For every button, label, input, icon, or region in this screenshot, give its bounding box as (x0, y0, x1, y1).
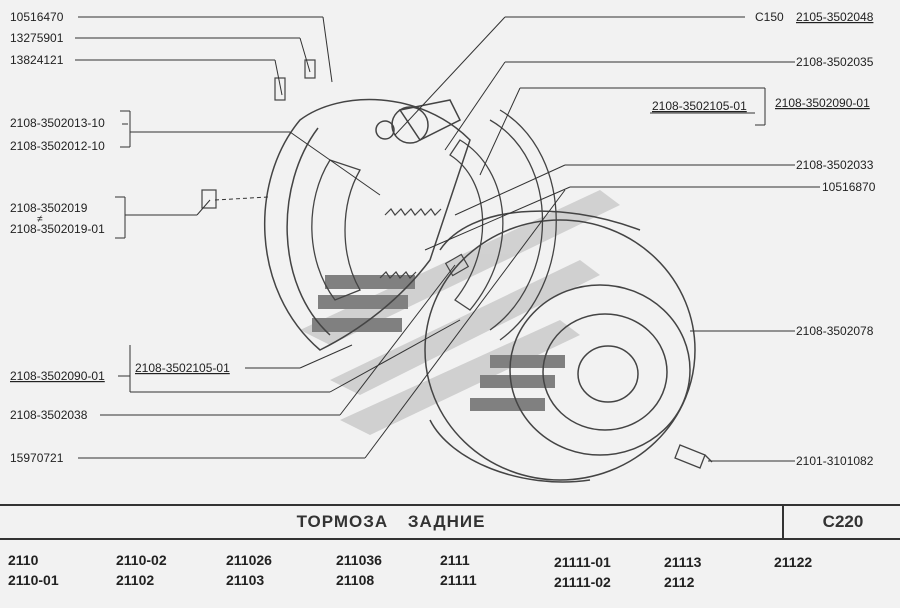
model-item: 21111 (440, 572, 477, 588)
label-2108-3502013-10: 2108-3502013-10 (10, 116, 105, 130)
label-2108-3502078: 2108-3502078 (796, 324, 874, 338)
label-13275901: 13275901 (10, 31, 64, 45)
model-item: 21103 (226, 572, 265, 588)
label-2108-3502033: 2108-3502033 (796, 158, 874, 172)
backing-plate (263, 98, 471, 351)
wheel-bolt (674, 444, 713, 469)
label-2105-3502048: 2105-3502048 (796, 10, 874, 24)
label-15970721: 15970721 (10, 451, 64, 465)
model-item: 2110-02 (116, 552, 167, 568)
model-item: 2110-01 (8, 572, 59, 588)
model-list: 2110 2110-01 2110-02 21102 211026 21103 … (0, 548, 900, 604)
label-2108-3502012-10: 2108-3502012-10 (10, 139, 105, 153)
code-cell: C220 (786, 506, 900, 538)
right-leader-lines (394, 16, 820, 462)
label-2108-3502090-01-right: 2108-3502090-01 (775, 96, 870, 110)
label-10516870: 10516870 (822, 180, 876, 194)
left-leader-lines (75, 16, 566, 459)
label-10516470: 10516470 (10, 10, 64, 24)
section-code: C220 (822, 512, 864, 531)
label-2108-3502019: 2108-3502019 (10, 201, 88, 215)
model-item: 21122 (774, 554, 813, 570)
model-item: 211026 (226, 552, 272, 568)
label-not-equal: ≠ (37, 214, 43, 225)
springs (201, 59, 470, 279)
page-title: ТОРМОЗА ЗАДНИЕ (296, 512, 486, 531)
model-item: 21102 (116, 572, 155, 588)
label-c150: C150 (755, 10, 784, 24)
model-item: 2112 (664, 574, 695, 590)
title-cell: ТОРМОЗА ЗАДНИЕ (0, 506, 784, 538)
exploded-brake-diagram: 10516470 13275901 13824121 2108-3502013-… (10, 10, 876, 483)
label-2108-3502090-01-left: 2108-3502090-01 (10, 369, 105, 383)
model-item: 21111-02 (554, 574, 611, 590)
label-13824121: 13824121 (10, 53, 64, 67)
label-2108-3502105-01-right: 2108-3502105-01 (652, 99, 747, 113)
model-item: 21113 (664, 554, 702, 570)
label-2101-3101082: 2101-3101082 (796, 454, 874, 468)
model-item: 2110 (8, 552, 39, 568)
model-item: 21108 (336, 572, 375, 588)
brake-drum (424, 210, 696, 483)
title-row: ТОРМОЗА ЗАДНИЕ C220 (0, 504, 900, 540)
watermark-logo (300, 190, 620, 435)
model-item: 211036 (336, 552, 382, 568)
label-2108-3502019-01: 2108-3502019-01 (10, 222, 105, 236)
model-item: 2111 (440, 552, 470, 568)
label-2108-3502105-01-left: 2108-3502105-01 (135, 361, 230, 375)
label-2108-3502038: 2108-3502038 (10, 408, 88, 422)
model-item: 21111-01 (554, 554, 611, 570)
label-2108-3502035: 2108-3502035 (796, 55, 874, 69)
